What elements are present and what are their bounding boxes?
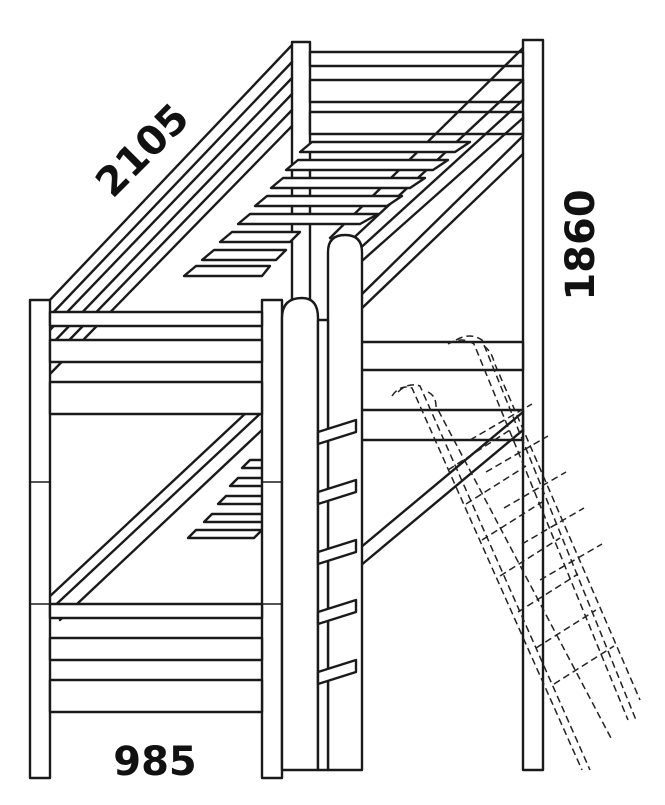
width-dimension: 985 — [113, 739, 197, 785]
length-dimension: 2105 — [87, 95, 198, 206]
vertical-ladder — [316, 318, 358, 772]
front-frame — [28, 298, 284, 780]
inclined-ladder-option — [391, 335, 641, 771]
upper-slats — [182, 140, 472, 278]
lower-side-rails — [46, 396, 525, 622]
height-dimension: 1860 — [558, 189, 604, 300]
end-boards — [280, 233, 364, 772]
